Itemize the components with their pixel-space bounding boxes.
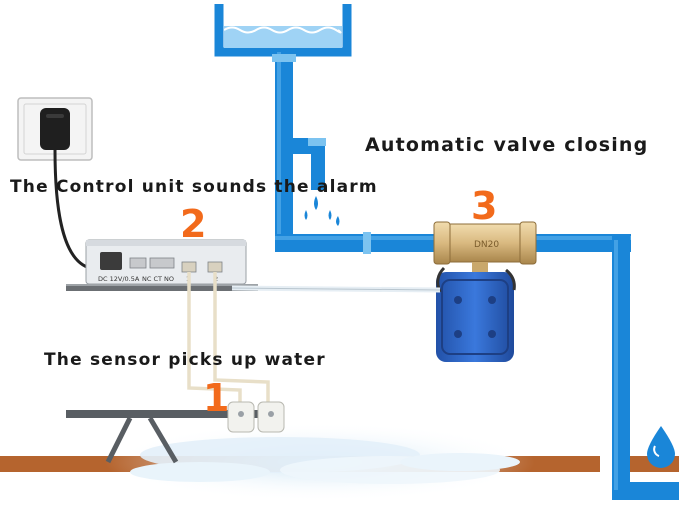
label-sensor-water: The sensor picks up water bbox=[44, 350, 326, 370]
control-unit: DC 12V/0.5A NC CT NO 1 2 bbox=[66, 239, 258, 291]
valve-actuator bbox=[436, 272, 514, 362]
motorized-ball-valve: DN20 bbox=[433, 221, 537, 362]
sensor-cable-1 bbox=[187, 272, 242, 408]
leak-splash bbox=[304, 196, 340, 226]
water-drop-icon bbox=[647, 426, 675, 468]
control-unit-power-label: DC 12V/0.5A bbox=[98, 275, 140, 283]
water-sensors bbox=[227, 401, 285, 433]
water-puddle bbox=[105, 422, 535, 502]
label-control-alarm: The Control unit sounds the alarm bbox=[10, 177, 378, 197]
step-number-1: 1 bbox=[203, 376, 229, 420]
water-tank-icon bbox=[214, 4, 352, 57]
step-number-3: 3 bbox=[471, 184, 497, 228]
label-valve-closing: Automatic valve closing bbox=[365, 134, 648, 156]
pipe-branch-down bbox=[311, 138, 325, 190]
control-unit-relay-label: NC CT NO bbox=[142, 275, 174, 283]
valve-marking: DN20 bbox=[474, 240, 499, 250]
power-adapter-icon bbox=[17, 97, 93, 270]
sensor-cable-2 bbox=[213, 272, 270, 408]
step-number-2: 2 bbox=[180, 202, 206, 246]
bench-support bbox=[66, 410, 278, 464]
